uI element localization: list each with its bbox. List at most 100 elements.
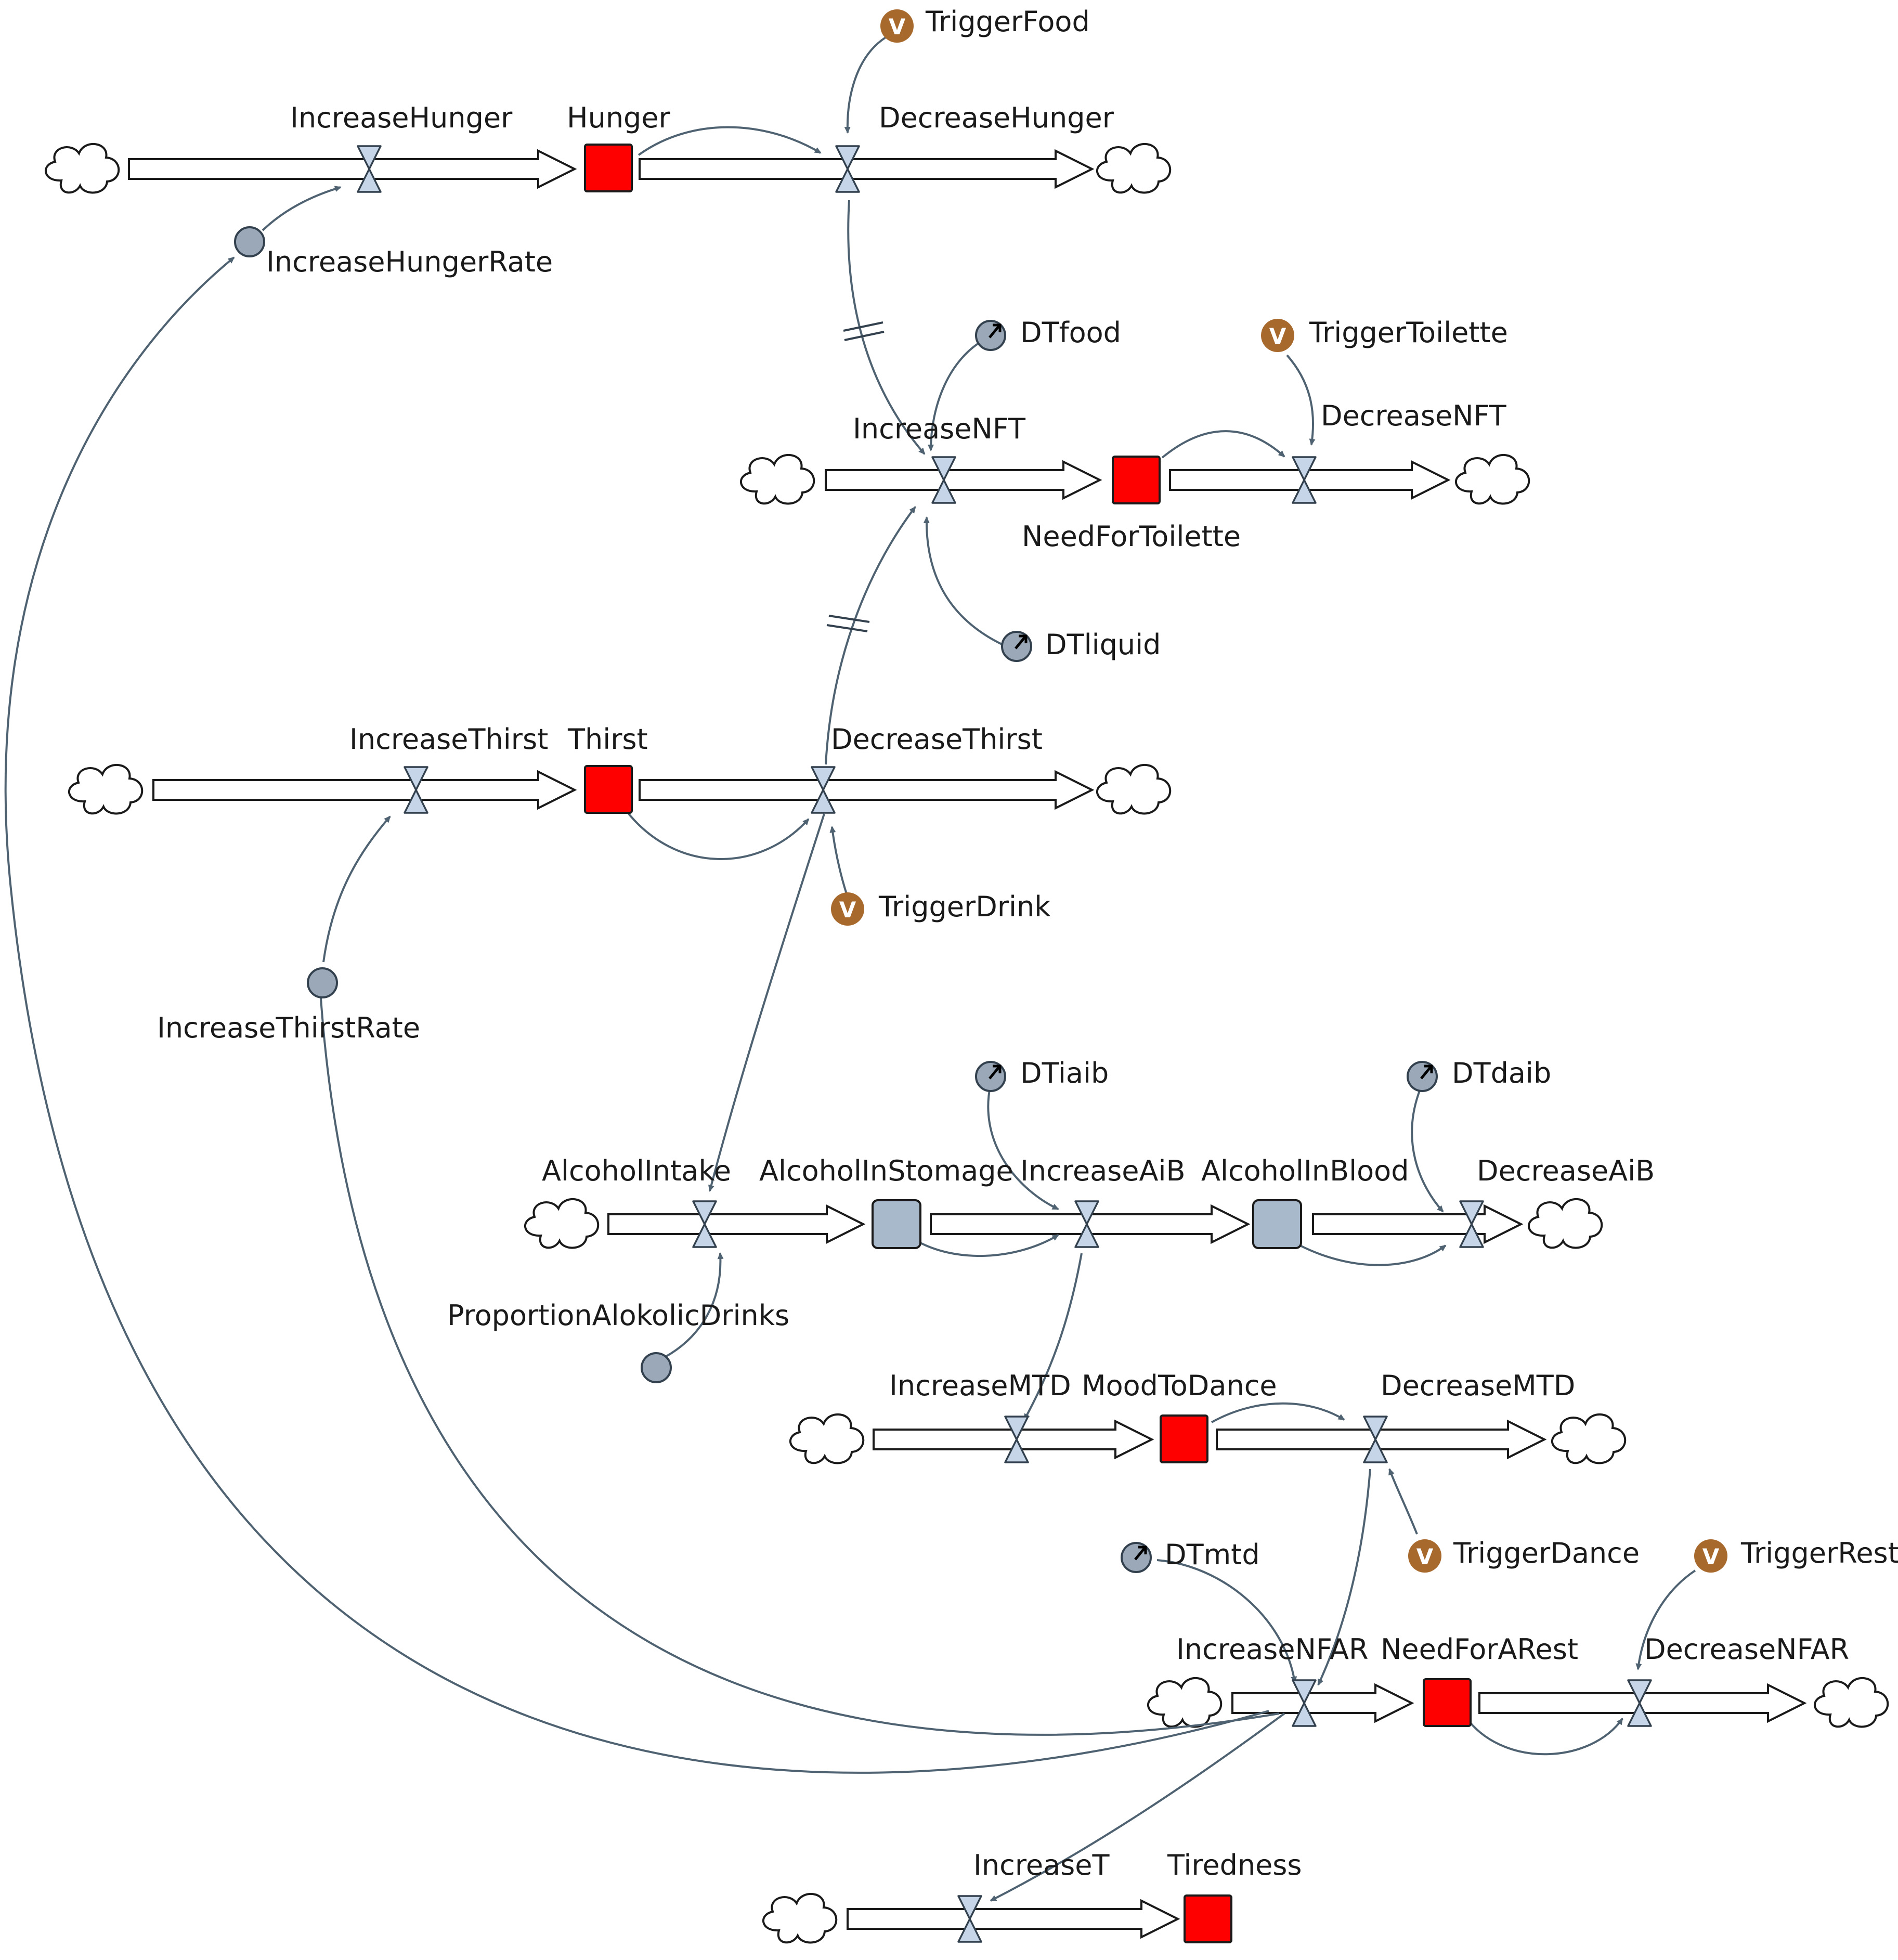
- trigger-food-badge[interactable]: V: [880, 9, 914, 43]
- valve-decrease-aib[interactable]: [1458, 1200, 1485, 1248]
- dt-liquid-icon[interactable]: [1001, 631, 1032, 662]
- trigger-rest-badge[interactable]: V: [1694, 1539, 1727, 1573]
- trigger-toilette-badge[interactable]: V: [1261, 319, 1294, 352]
- param-increase-hunger-rate[interactable]: [234, 226, 265, 257]
- pipe-alcohol-intake: [607, 1204, 866, 1244]
- cloud-icon: [1454, 453, 1530, 505]
- label-need-for-a-rest: NeedForARest: [1381, 1633, 1578, 1666]
- link-needfortoilette-to-decreasenft: [1161, 430, 1285, 459]
- label-dt-liquid: DTliquid: [1045, 628, 1161, 661]
- link-decreasemtd-to-increasenfar: [1317, 1469, 1371, 1686]
- label-increase-thirst: IncreaseThirst: [349, 723, 548, 756]
- stock-need-for-toilette[interactable]: [1112, 456, 1161, 504]
- stocks: [584, 144, 1472, 1943]
- link-increasenfar-to-increaset: [990, 1712, 1285, 1902]
- label-trigger-drink: TriggerDrink: [878, 890, 1051, 923]
- link-triggerdance-to-decreasemtd: [1388, 1468, 1418, 1535]
- delay-variables: [975, 320, 1438, 1573]
- label-decrease-thirst: DecreaseThirst: [831, 723, 1043, 756]
- link-increasenfar-to-increasehungerrate: [4, 256, 1269, 1774]
- link-triggerdrink-to-decreasethirst: [829, 826, 849, 898]
- trigger-drink-badge[interactable]: V: [831, 892, 864, 926]
- link-increasehungerrate-to-increasehunger: [262, 186, 342, 231]
- cloud-icon: [789, 1413, 865, 1464]
- label-decrease-nfar: DecreaseNFAR: [1644, 1633, 1849, 1666]
- stock-mood-to-dance[interactable]: [1160, 1414, 1208, 1463]
- label-dt-daib: DTdaib: [1452, 1057, 1551, 1089]
- valve-increase-hunger[interactable]: [356, 145, 383, 193]
- pipe-increase-thirst: [152, 770, 577, 810]
- label-increase-mtd: IncreaseMTD: [889, 1369, 1071, 1402]
- label-decrease-hunger: DecreaseHunger: [879, 101, 1114, 134]
- valve-decrease-mtd[interactable]: [1362, 1416, 1389, 1463]
- cloud-icon: [68, 763, 144, 815]
- link-dtdaib-to-decreaseaib: [1411, 1084, 1444, 1213]
- valve-decrease-thirst[interactable]: [810, 766, 837, 814]
- dt-mtd-icon[interactable]: [1121, 1542, 1152, 1573]
- parameters: [234, 226, 672, 1383]
- valve-decrease-hunger[interactable]: [834, 145, 861, 193]
- link-increasethirstrate-to-increasethirst: [322, 815, 391, 963]
- cloud-icon: [739, 453, 815, 505]
- stock-need-for-a-rest[interactable]: [1423, 1678, 1472, 1727]
- cloud-icon: [1147, 1677, 1223, 1728]
- link-increaseaib-to-increasemtd: [1023, 1253, 1083, 1421]
- link-dtiaib-to-increaseaib: [987, 1084, 1059, 1210]
- label-trigger-rest: TriggerRest: [1740, 1537, 1898, 1569]
- badge-letter: V: [1269, 323, 1286, 349]
- valve-increase-t[interactable]: [956, 1895, 983, 1943]
- param-proportion-alkoholic-drinks[interactable]: [641, 1352, 672, 1383]
- link-alcoholinblood-to-decreaseaib: [1299, 1244, 1447, 1266]
- valve-decrease-nfar[interactable]: [1626, 1679, 1653, 1727]
- pipe-increase-nft: [825, 460, 1102, 500]
- valve-increase-thirst[interactable]: [402, 766, 430, 814]
- valve-increase-nfar[interactable]: [1291, 1679, 1318, 1727]
- badge-letter: V: [889, 14, 906, 40]
- valve-increase-nft[interactable]: [930, 456, 957, 504]
- label-need-for-toilette: NeedForToilette: [1022, 520, 1241, 553]
- label-increase-hunger: IncreaseHunger: [290, 101, 513, 134]
- label-mood-to-dance: MoodToDance: [1082, 1369, 1277, 1402]
- label-decrease-mtd: DecreaseMTD: [1381, 1369, 1575, 1402]
- stock-tiredness[interactable]: [1184, 1894, 1232, 1943]
- label-proportion-alkoholic-drinks: ProportionAlokolicDrinks: [447, 1299, 789, 1332]
- link-increasenfar-to-increasethirstrate: [317, 982, 1280, 1736]
- stock-alcohol-in-stomage[interactable]: [872, 1199, 921, 1249]
- link-dtmtd-to-increasenfar: [1156, 1559, 1297, 1683]
- cloud-icon: [1096, 763, 1172, 815]
- stock-thirst[interactable]: [584, 765, 633, 814]
- dt-iaib-icon[interactable]: [975, 1061, 1006, 1092]
- valve-decrease-nft[interactable]: [1291, 456, 1318, 504]
- link-decreasehunger-to-increasenft: [847, 200, 926, 455]
- label-increase-nfar: IncreaseNFAR: [1176, 1633, 1368, 1666]
- link-dtfood-to-increasenft: [928, 338, 986, 451]
- label-dt-mtd: DTmtd: [1165, 1538, 1260, 1571]
- dt-daib-icon[interactable]: [1407, 1061, 1438, 1092]
- link-dtliquid-to-increasenft: [923, 516, 1007, 647]
- dt-food-icon[interactable]: [975, 320, 1006, 351]
- valve-increase-aib[interactable]: [1073, 1200, 1100, 1248]
- badge-letter: V: [1702, 1544, 1720, 1569]
- pipe-increase-t: [847, 1899, 1180, 1939]
- link-needforarest-to-decreasenfar: [1468, 1718, 1623, 1756]
- param-increase-thirst-rate[interactable]: [307, 967, 338, 998]
- label-trigger-toilette: TriggerToilette: [1309, 316, 1508, 349]
- label-increase-nft: IncreaseNFT: [853, 412, 1026, 445]
- label-increase-hunger-rate: IncreaseHungerRate: [266, 245, 553, 278]
- label-alcohol-in-blood: AlcoholInBlood: [1201, 1154, 1409, 1187]
- label-alcohol-in-stomage: AlcoholInStomage: [759, 1154, 1013, 1187]
- valve-alcohol-intake[interactable]: [691, 1200, 718, 1248]
- link-decreasethirst-to-increasenft: [825, 506, 916, 765]
- label-thirst: Thirst: [567, 723, 648, 756]
- label-trigger-food: TriggerFood: [925, 5, 1090, 38]
- valve-increase-mtd[interactable]: [1003, 1416, 1030, 1463]
- stock-alcohol-in-blood[interactable]: [1252, 1199, 1302, 1249]
- link-thirst-to-decreasethirst: [626, 810, 810, 860]
- link-triggerfood-to-decreasehunger: [844, 36, 887, 134]
- badge-letter: V: [839, 897, 856, 923]
- stock-hunger[interactable]: [584, 144, 633, 192]
- label-trigger-dance: TriggerDance: [1453, 1537, 1640, 1569]
- label-decrease-nft: DecreaseNFT: [1321, 399, 1507, 432]
- trigger-dance-badge[interactable]: V: [1408, 1539, 1441, 1573]
- label-hunger: Hunger: [567, 101, 671, 134]
